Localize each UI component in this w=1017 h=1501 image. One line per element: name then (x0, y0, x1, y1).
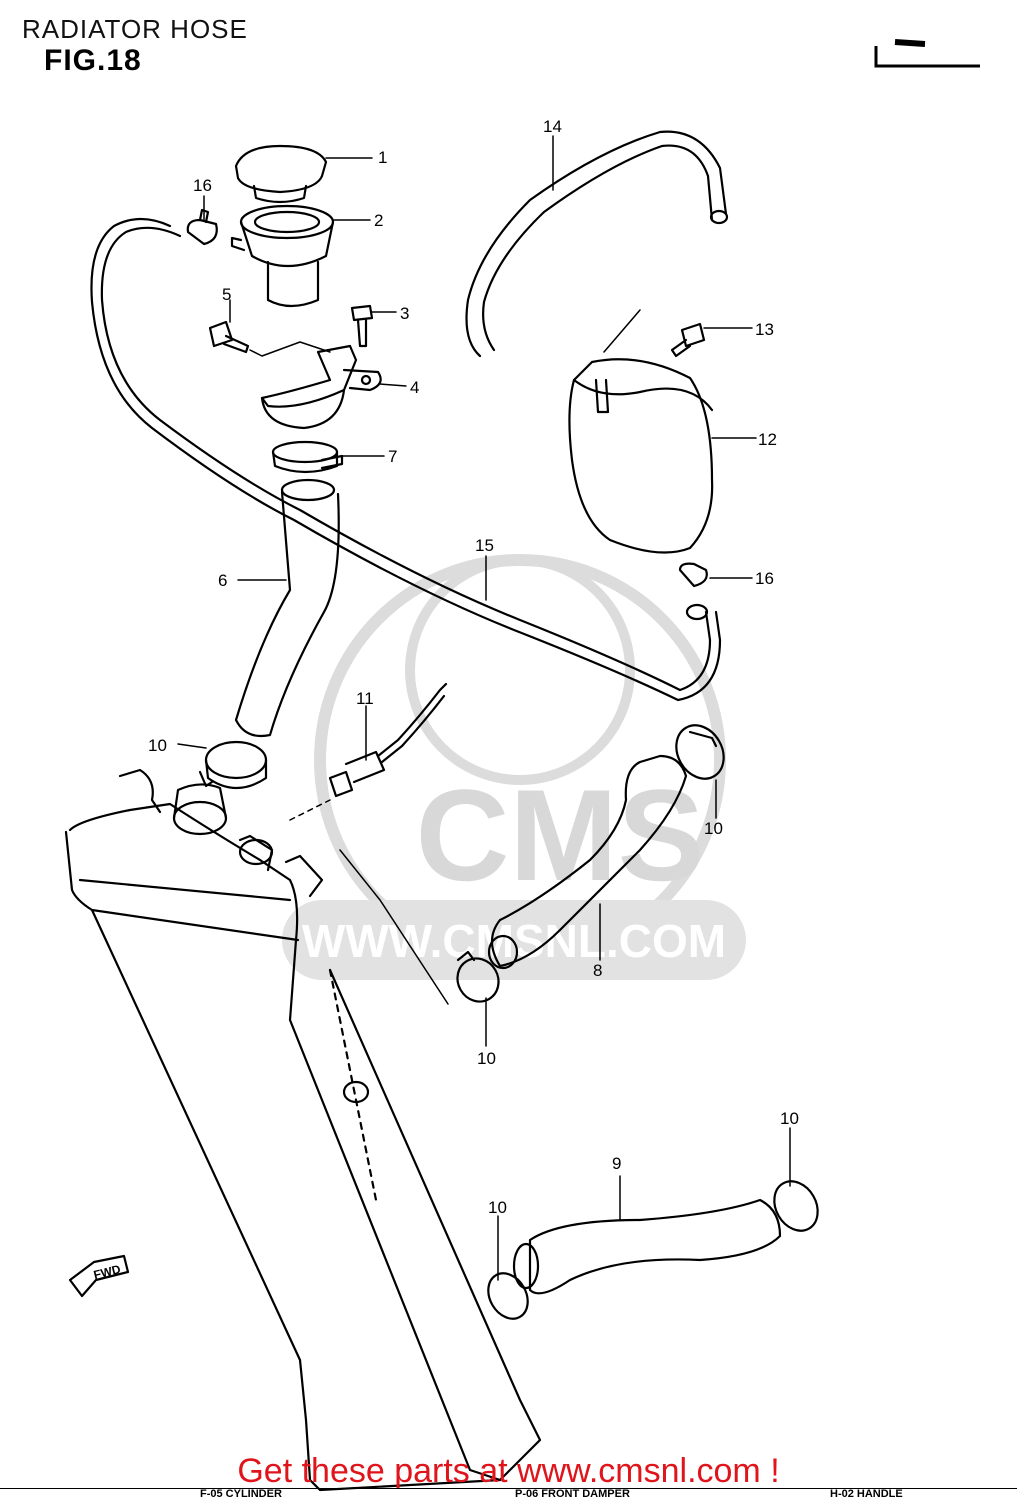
hose-clip-16-top (186, 208, 218, 246)
cta-link[interactable]: Get these parts at www.cmsnl.com ! (237, 1452, 780, 1490)
hose-clamp-7 (271, 440, 344, 474)
callout-1: 1 (378, 148, 387, 167)
callout-12: 12 (758, 430, 777, 449)
bolt-13 (670, 322, 706, 358)
watermark-logo: CMS WWW.CMSNL.COM (282, 554, 746, 980)
hose-clamp-10-e (773, 1180, 819, 1232)
forward-direction-arrow (68, 1254, 130, 1298)
lower-hose-9 (512, 1198, 782, 1295)
callout-4: 4 (410, 378, 419, 397)
mounting-bracket (260, 344, 382, 430)
callout-10-d: 10 (488, 1198, 507, 1217)
radiator-cap (234, 144, 328, 204)
figure-number: FIG.18 (44, 44, 142, 77)
hose-clamp-10-c (456, 950, 500, 1003)
footer-ref-handle: H-02 HANDLE (830, 1488, 903, 1500)
diagram-title: RADIATOR HOSE (22, 14, 248, 44)
callout-leader-lines (177, 135, 791, 1281)
footer-ref-cylinder: F-05 CYLINDER (200, 1488, 282, 1500)
callout-6: 6 (218, 571, 227, 590)
reservoir-tank (568, 309, 714, 554)
filler-neck (230, 204, 335, 308)
hose-clip-16-bottom (678, 562, 708, 588)
radiator-core (64, 768, 542, 1492)
callout-8: 8 (593, 961, 602, 980)
callout-16-a: 16 (193, 176, 212, 195)
overflow-hose (90, 217, 722, 702)
callout-16-b: 16 (755, 569, 774, 588)
temperature-sensor (328, 682, 448, 798)
callout-5: 5 (222, 285, 231, 304)
callout-2: 2 (374, 211, 383, 230)
forward-direction-label: FWD (92, 1262, 122, 1282)
callout-10-b: 10 (704, 819, 723, 838)
watermark-brand: CMS (416, 762, 705, 908)
hose-clamp-10-a (198, 740, 268, 789)
callout-10-c: 10 (477, 1049, 496, 1068)
hose-clamp-10-b (675, 724, 725, 780)
footer-ref-front-damper: P-06 FRONT DAMPER (515, 1488, 630, 1500)
footer-reference-bar: F-05 CYLINDER P-06 FRONT DAMPER H-02 HAN… (0, 1488, 1017, 1501)
callout-10-e: 10 (780, 1109, 799, 1128)
callout-10-a: 10 (148, 736, 167, 755)
radiator-leader-line (339, 849, 449, 1005)
callout-7: 7 (388, 447, 397, 466)
reservoir-hose (465, 130, 729, 358)
page-corner-mark (874, 39, 980, 68)
upper-radiator-hose (234, 478, 340, 738)
sensor-leader-line (289, 799, 331, 821)
callout-15: 15 (475, 536, 494, 555)
callout-14: 14 (543, 117, 562, 136)
callout-13: 13 (755, 320, 774, 339)
lower-hose-8 (487, 754, 688, 970)
bolt-5 (208, 320, 331, 357)
callout-11: 11 (356, 689, 374, 708)
callout-9: 9 (612, 1154, 621, 1173)
callout-3: 3 (400, 304, 409, 323)
hose-clamp-10-d (487, 1272, 529, 1320)
bolt-3 (350, 304, 374, 348)
